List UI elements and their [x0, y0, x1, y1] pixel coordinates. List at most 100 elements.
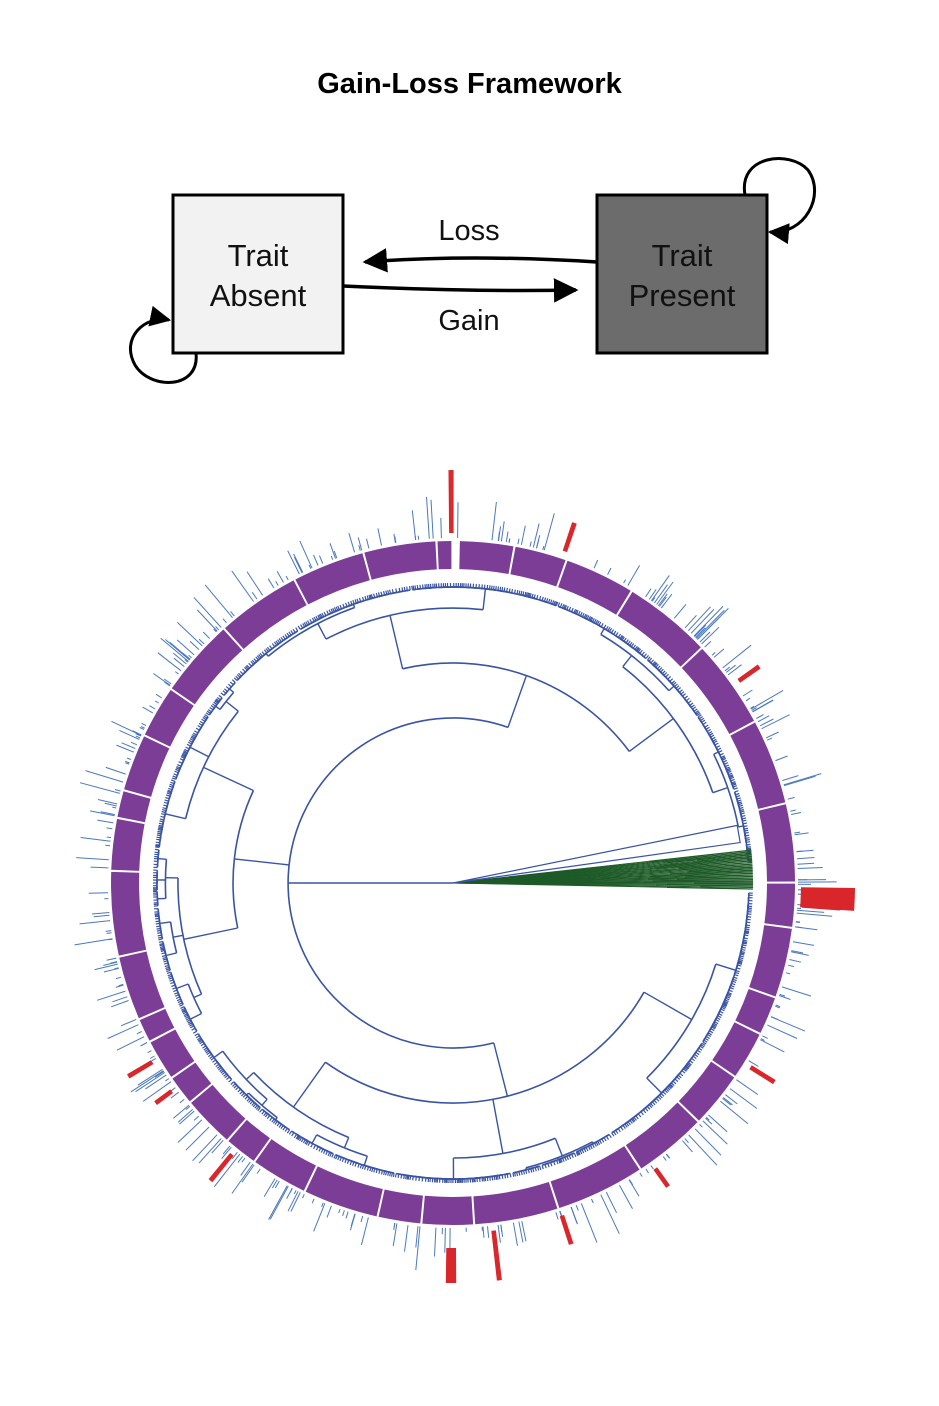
trait-bar-blue [360, 1215, 364, 1223]
trait-bar-blue [725, 1094, 738, 1105]
trait-bar-blue [108, 938, 113, 941]
trait-bar-blue [311, 1198, 315, 1204]
tree-branch [718, 1013, 723, 1016]
trait-ring-segment [378, 1189, 424, 1224]
trait-ring-segment [617, 591, 701, 667]
tree-branch [197, 1038, 202, 1042]
tree-branch [363, 1155, 368, 1166]
tree-branch [202, 1045, 207, 1049]
trait-bar-blue [163, 678, 172, 685]
tree-branch [170, 781, 175, 785]
tree-branch [242, 1094, 247, 1098]
tree-branch [581, 1149, 585, 1154]
tree-branch [516, 589, 519, 595]
tree-branch [744, 829, 749, 832]
tree-branch [205, 1050, 210, 1054]
tree-branch [406, 586, 408, 591]
tree-branch [205, 712, 210, 716]
tree-branch [653, 662, 658, 667]
tree-arc [596, 623, 600, 627]
tree-branch [159, 944, 164, 947]
trait-bar-blue [695, 627, 706, 638]
tree-branch [726, 996, 731, 999]
tree-arc [499, 1174, 503, 1177]
tree-branch [297, 625, 301, 630]
tree-branch [666, 1086, 671, 1091]
tree-branch [694, 1053, 699, 1058]
tree-arc [719, 934, 746, 1011]
tree-branch [558, 1158, 562, 1164]
tree-branch [165, 796, 170, 800]
trait-bar-blue [147, 1050, 152, 1054]
trait-bar-blue [520, 525, 526, 545]
trait-bar-blue [155, 693, 163, 699]
absent-self-loop [128, 305, 198, 384]
tree-branch [506, 587, 508, 593]
trait-bar-blue [444, 1227, 446, 1253]
tree-branch [629, 641, 633, 646]
tree-branch [155, 845, 160, 847]
tree-branch [741, 817, 747, 820]
tree-branch [696, 1049, 701, 1053]
tree-branch [499, 586, 502, 591]
tree-branch [619, 634, 623, 639]
trait-bar-blue [605, 1191, 618, 1214]
tree-arc [214, 704, 218, 707]
tree-branch [157, 832, 162, 835]
trait-bar-blue [267, 578, 275, 589]
tree-branch [364, 596, 367, 601]
tree-branch [603, 1137, 607, 1142]
tree-branch [160, 949, 165, 952]
tree-branch [687, 700, 692, 704]
tree-arc [232, 681, 236, 686]
highlight-clade-tip [688, 866, 753, 872]
trait-bar-blue [185, 1126, 210, 1151]
tree-branch [739, 957, 744, 960]
tree-branch [183, 750, 188, 754]
trait-ring-segment [730, 722, 786, 810]
tree-branch [226, 1076, 230, 1081]
tree-branch [290, 630, 294, 635]
tree-branch [512, 1172, 515, 1177]
tree-branch [397, 1173, 400, 1179]
trait-bar-blue [404, 1225, 409, 1252]
trait-ring-segment [171, 629, 243, 705]
tree-arc [646, 963, 717, 1079]
trait-bar-blue [482, 1226, 485, 1238]
tree-branch [212, 703, 216, 707]
trait-bar-blue [794, 831, 801, 834]
tree-branch [524, 591, 527, 597]
tree-branch [176, 983, 189, 990]
tree-branch [745, 928, 750, 931]
tree-branch [718, 750, 723, 753]
tree-branch [738, 804, 743, 807]
trait-ring [111, 541, 795, 1225]
tree-arc [696, 1047, 700, 1051]
tree-arc [273, 1118, 277, 1121]
tree-branch [744, 934, 749, 937]
tree-branch [300, 624, 304, 629]
tree-branch [187, 741, 192, 745]
trait-bar-blue [326, 1205, 332, 1218]
tree-branch [588, 616, 592, 621]
tree-branch [207, 709, 212, 713]
tree-branch [174, 992, 179, 995]
tree-branch [549, 599, 553, 604]
highlight-clade-tip [679, 861, 753, 869]
tree-branch [738, 961, 743, 964]
trait-bar-blue [114, 967, 119, 970]
trait-ring-segment [224, 580, 307, 650]
tree-branch [620, 1126, 624, 1131]
tree-branch [743, 827, 749, 830]
tree-branch [600, 628, 605, 635]
tree-branch [252, 1103, 257, 1108]
tree-branch [740, 810, 745, 813]
tree-branch [385, 590, 388, 595]
tree-branch [615, 1129, 619, 1134]
tree-branch [622, 1124, 626, 1129]
tree-branch [159, 945, 165, 948]
trait-bar-red-block [445, 1247, 449, 1284]
tree-branch [630, 643, 635, 648]
tree-branch [727, 991, 732, 995]
trait-bar-blue [118, 983, 124, 987]
